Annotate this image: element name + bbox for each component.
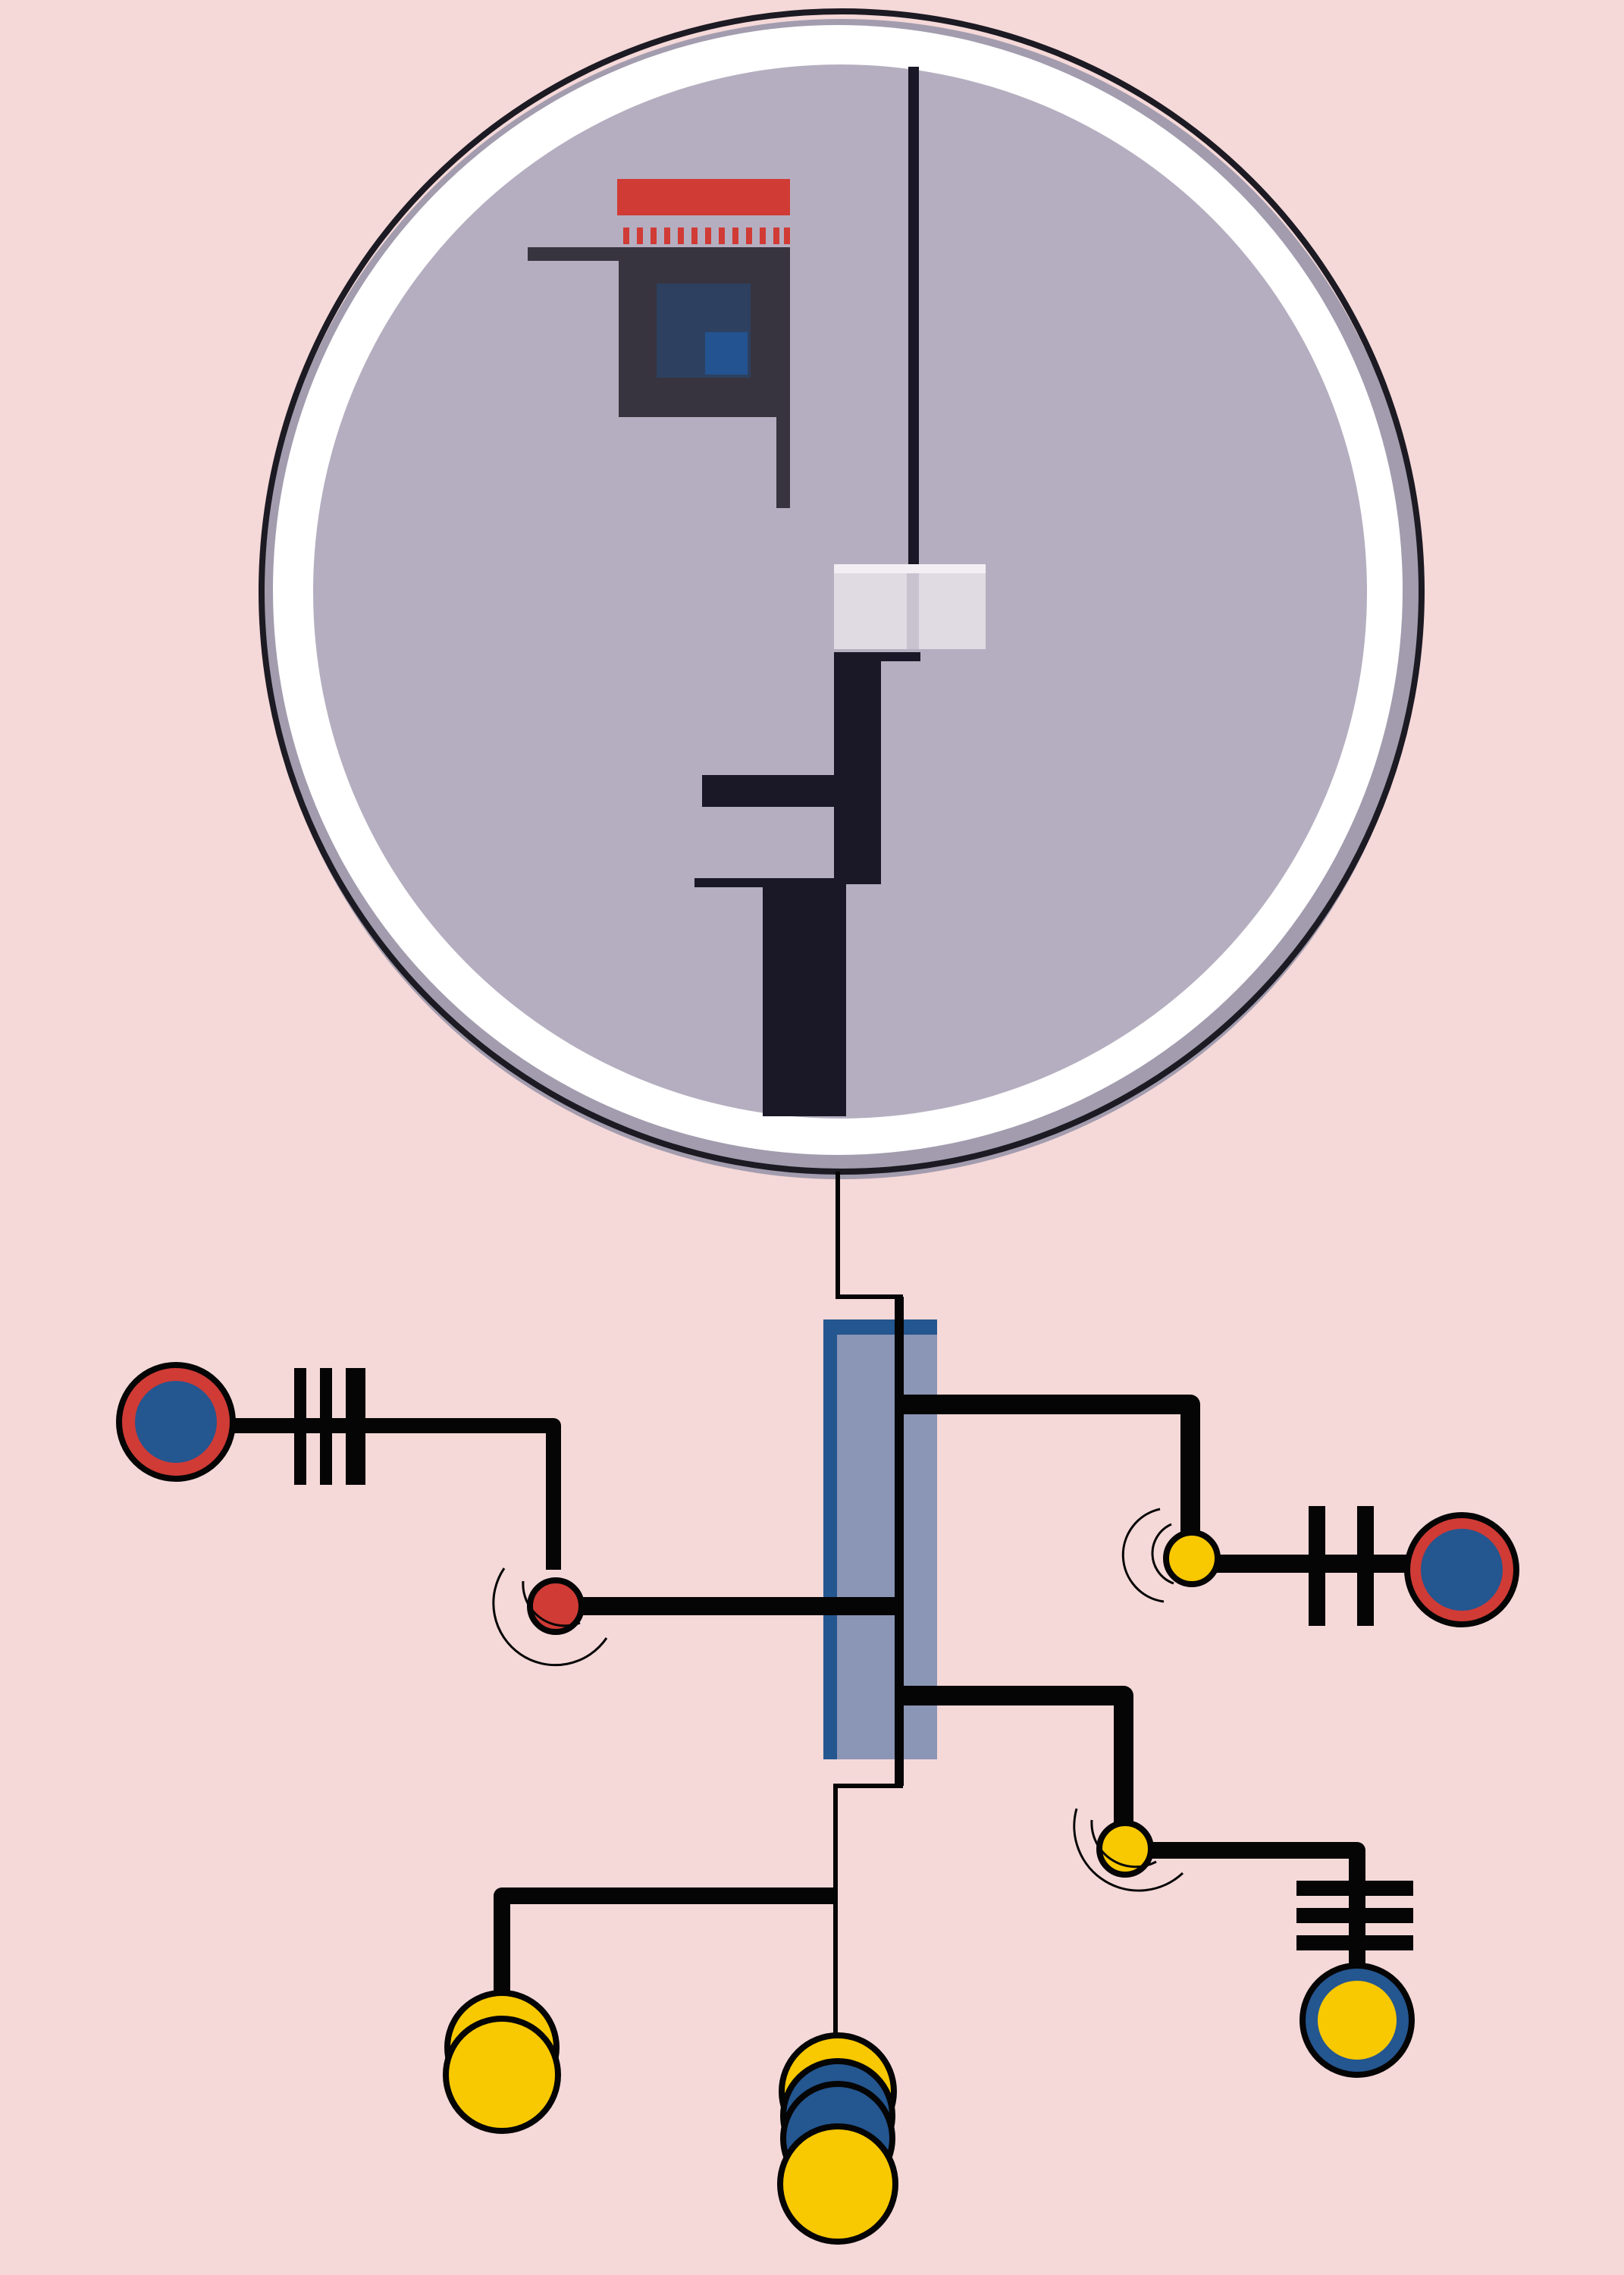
forehead-line <box>908 67 919 590</box>
right-upper-arm <box>902 1395 1519 1627</box>
right-rung-1 <box>1296 1881 1413 1896</box>
right-lower-arm <box>902 1686 1415 2078</box>
right-yellow-node-upper <box>1163 1530 1221 1587</box>
eye-pupil <box>705 332 748 375</box>
body-spine <box>895 1297 904 1786</box>
eyebrow-bar <box>617 179 790 215</box>
left-tick-2 <box>320 1368 332 1485</box>
nose-bridge <box>834 652 881 884</box>
body-left-border <box>823 1320 837 1759</box>
lower-ripple-inner <box>1090 1819 1157 1869</box>
left-arm <box>116 1362 898 1667</box>
body-panel <box>823 1297 937 1786</box>
disc-outline <box>259 8 1425 1175</box>
body-top-border <box>823 1320 937 1335</box>
eyelash-ticks <box>623 228 790 244</box>
left-upper-wire <box>227 1418 561 1570</box>
right-tick-2 <box>1357 1506 1374 1626</box>
right-ripple-outer <box>1121 1508 1165 1603</box>
bottom-left-yellow-front <box>443 2016 561 2134</box>
stack-yellow-bottom <box>777 2123 898 2245</box>
face-features <box>528 67 986 1116</box>
left-blue-core <box>135 1381 217 1463</box>
right-rung-3 <box>1296 1935 1413 1950</box>
nose-top-bar <box>834 652 920 661</box>
right-rung-2 <box>1296 1908 1413 1923</box>
nose-panel-divider <box>907 573 919 649</box>
left-tick-1 <box>294 1368 306 1485</box>
right-ripple-inner <box>1151 1523 1174 1585</box>
bottom-left-wire <box>494 1887 836 1994</box>
right-upper-wire <box>902 1395 1200 1555</box>
right-yellow-core <box>1318 1981 1397 2060</box>
lower-ripple-outer <box>1073 1808 1184 1892</box>
left-tick-3 <box>346 1368 365 1485</box>
right-blue-core <box>1421 1529 1503 1611</box>
left-ripple-outer <box>492 1567 608 1667</box>
nose-panel-highlight <box>834 564 986 573</box>
eye-drop-bar <box>776 410 790 508</box>
eye-left-bar <box>528 247 622 261</box>
right-lower-wire <box>902 1686 1133 1835</box>
right-tick-1 <box>1309 1506 1325 1626</box>
bottom-center-stack <box>777 2032 898 2245</box>
bottom-left-branch <box>443 1887 836 2134</box>
nose-tip-bar <box>702 775 836 807</box>
left-ripple-inner <box>522 1580 581 1627</box>
chin-block <box>763 880 846 1116</box>
